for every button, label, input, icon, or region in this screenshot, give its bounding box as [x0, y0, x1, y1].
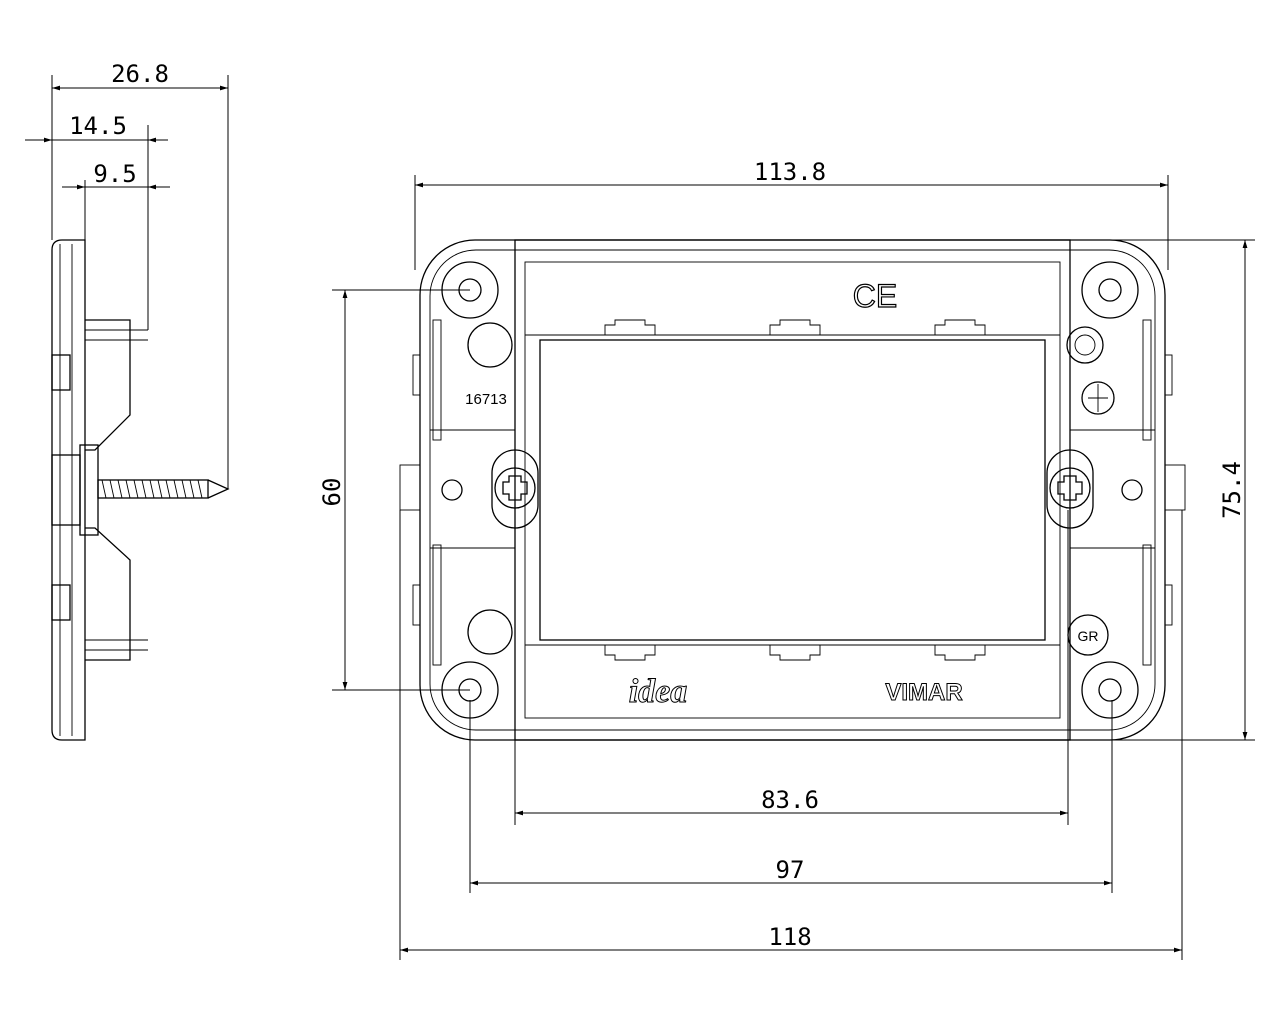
- part-number: 16713: [465, 391, 507, 408]
- dim-screw-spacing: 83.6: [761, 786, 819, 814]
- certification-mark-icon: [1066, 326, 1104, 364]
- dim-outer-width: 113.8: [754, 158, 826, 186]
- dim-hole-spacing-horizontal: 97: [776, 856, 805, 884]
- dim-hole-spacing-vertical: 60: [318, 478, 346, 507]
- plate-frame: [514, 239, 1071, 741]
- screw: [97, 479, 230, 499]
- mounting-holes: [441, 261, 1143, 719]
- side-bracket-top: [85, 319, 131, 451]
- gr-mark: GR: [1078, 628, 1099, 644]
- brand-logo: VIMAR: [885, 679, 962, 706]
- front-dimensions: 113.8 75.4 60 83.6 97 118: [318, 158, 1255, 960]
- side-plate-outline: [51, 239, 86, 741]
- side-bracket-bottom: [85, 527, 131, 661]
- dim-outer-height: 75.4: [1218, 461, 1246, 519]
- imq-mark-icon: [1081, 381, 1115, 415]
- ce-mark: CE: [853, 278, 897, 314]
- dim-overall-width: 118: [768, 923, 811, 951]
- plate-outline: [419, 239, 1166, 741]
- side-view: 26.8 14.5 9.5: [25, 60, 230, 741]
- fixing-screw-right: [1046, 449, 1094, 529]
- series-logo: idea: [629, 673, 688, 710]
- dim-side-total-depth: 26.8: [111, 60, 169, 88]
- front-view: 16713 CE GR idea VIMAR: [399, 239, 1186, 741]
- dim-side-inner-depth: 9.5: [93, 160, 136, 188]
- dim-side-mid-depth: 14.5: [69, 112, 127, 140]
- module-opening: [539, 339, 1046, 641]
